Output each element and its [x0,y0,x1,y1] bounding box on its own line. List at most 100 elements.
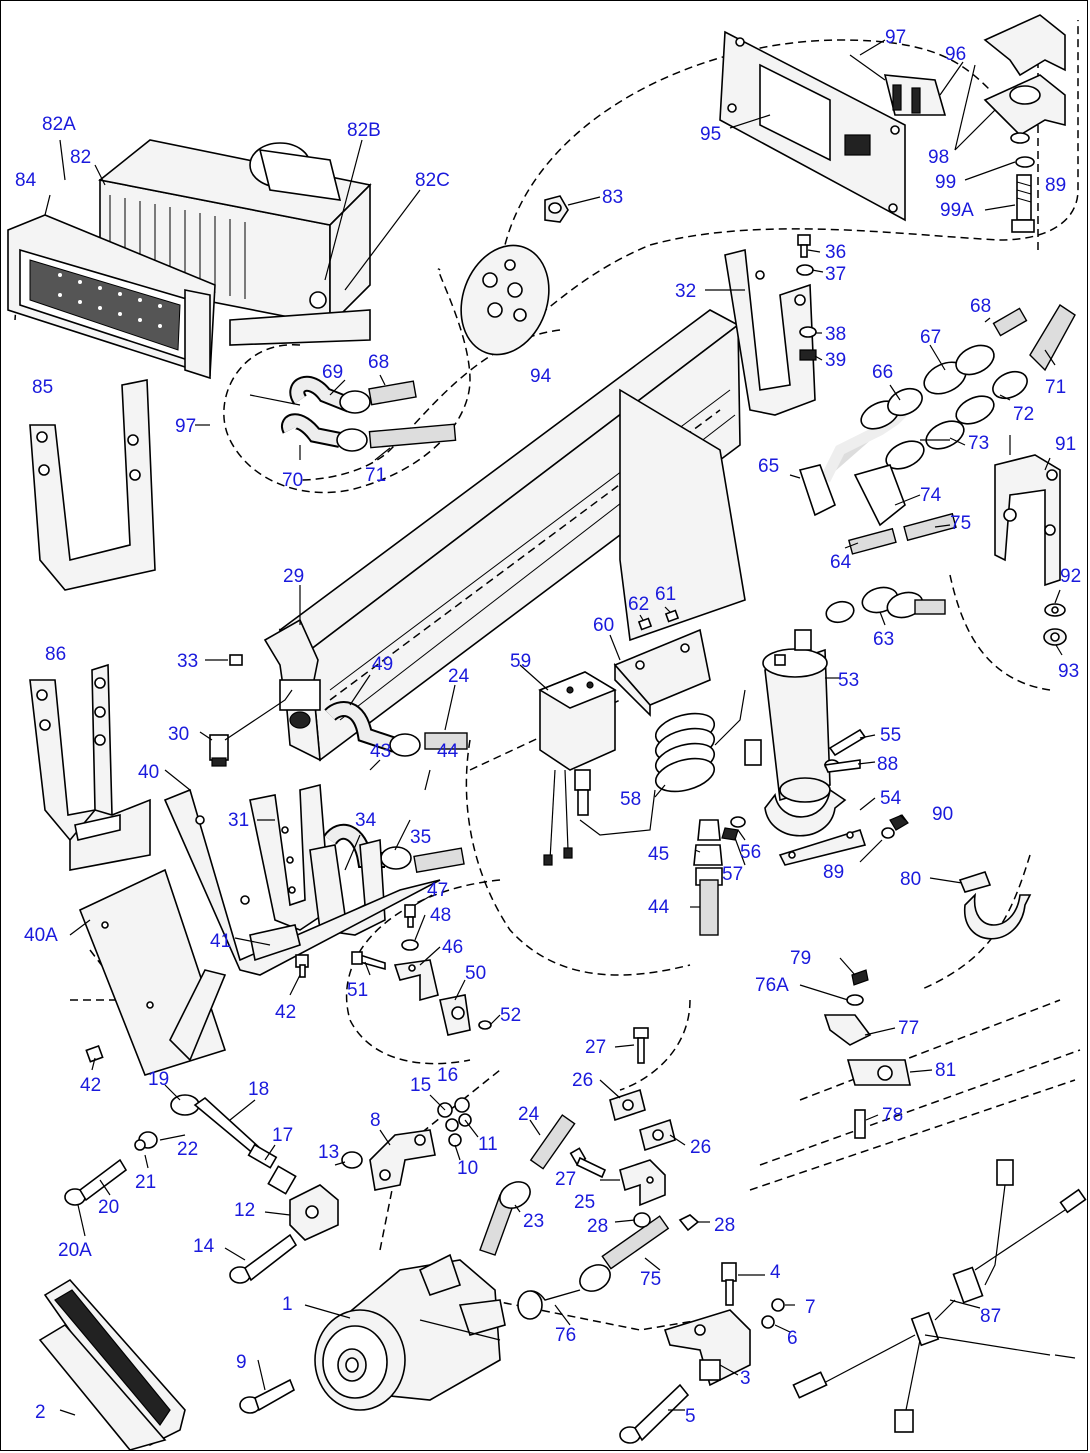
callout-77: 77 [898,1018,919,1039]
receiver-drier-53 [744,629,831,803]
callout-70: 70 [282,470,303,491]
callout-76: 76 [555,1325,576,1346]
callout-62: 62 [628,594,649,615]
callout-97b: 97 [175,416,196,437]
cover-plate-95 [719,30,906,222]
callout-29: 29 [283,566,304,587]
callout-32: 32 [675,281,696,302]
bracket-60 [613,609,711,717]
callout-54: 54 [880,788,902,809]
callout-16: 16 [437,1065,458,1086]
callout-80: 80 [900,869,921,890]
bolt-14 [229,1233,298,1284]
callout-38: 38 [825,324,846,345]
callout-51: 51 [347,980,368,1001]
callout-75: 75 [950,513,971,534]
middle-fittings [209,654,468,874]
callout-6: 6 [787,1328,798,1349]
callout-34: 34 [355,810,377,831]
capillary-coil-58 [579,689,746,836]
callout-55: 55 [880,725,901,746]
callout-76A: 76A [755,975,789,996]
callout-37: 37 [825,264,846,285]
callout-64: 64 [830,552,852,573]
callout-66: 66 [872,362,893,383]
callout-59: 59 [510,651,531,672]
callout-43: 43 [370,741,391,762]
pressure-switch-59 [538,671,617,866]
bracket-85 [29,379,156,591]
callout-72: 72 [1013,404,1034,425]
callout-33: 33 [177,651,198,672]
callout-2: 2 [35,1402,46,1423]
callout-56: 56 [740,842,761,863]
callout-82: 82 [70,147,91,168]
callout-26: 26 [572,1070,593,1091]
bolt-99A [1010,132,1035,233]
callout-24: 24 [448,666,470,687]
callout-99: 99 [935,172,956,193]
callout-48: 48 [430,905,451,926]
callout-14: 14 [193,1236,215,1257]
bracket-86 [29,663,151,871]
callout-82C: 82C [415,170,450,191]
compressor-1 [314,1253,506,1411]
callout-89: 89 [1045,175,1066,196]
callout-90: 90 [932,804,953,825]
callout-8: 8 [370,1110,381,1131]
callout-31: 31 [228,810,249,831]
callout-88: 88 [877,754,898,775]
bracket-8 [369,1129,436,1191]
callout-27: 27 [585,1037,606,1058]
bracket-91 [994,454,1061,587]
callout-36: 36 [825,242,846,263]
callout-25: 25 [574,1192,595,1213]
washer-92-93 [1043,603,1067,646]
callout-40: 40 [138,762,159,783]
grommet-plate-94 [460,244,550,356]
callout-89b: 89 [823,862,844,883]
callout-79: 79 [790,948,811,969]
callout-35: 35 [410,827,431,848]
callout-4: 4 [770,1262,781,1283]
callout-61: 61 [655,584,676,605]
leader-lines [44,39,1063,1416]
block-12 [289,1184,339,1241]
callout-42b: 42 [80,1075,101,1096]
callout-26b: 26 [690,1137,711,1158]
callout-49: 49 [372,654,393,675]
callout-45: 45 [648,844,669,865]
callout-65: 65 [758,456,779,477]
bolt-4-5 [619,1262,737,1444]
callout-22: 22 [177,1139,198,1160]
callout-93: 93 [1058,661,1079,682]
hose-clamp-80 [958,871,1032,940]
callout-82B: 82B [347,120,381,141]
evaporator-grille [7,214,216,380]
grommet-83 [544,195,569,223]
condenser-29 [263,309,746,762]
bracket-32 [724,249,816,416]
callout-42: 42 [275,1002,296,1023]
callout-97: 97 [885,27,906,48]
bolt-36 [796,234,814,276]
wiring-harness-87 [792,1159,1087,1433]
callout-94: 94 [530,366,552,387]
callout-78: 78 [882,1105,903,1126]
callout-52: 52 [500,1005,521,1026]
callout-24b: 24 [518,1104,540,1125]
callout-30: 30 [168,724,189,745]
callout-98: 98 [928,147,949,168]
nut-13 [341,1151,363,1169]
callout-18: 18 [248,1079,269,1100]
callout-71b: 71 [365,465,386,486]
callout-39: 39 [825,350,846,371]
drive-belt-2 [38,1278,186,1451]
callout-84: 84 [15,170,37,191]
nut-6-7 [761,1298,785,1329]
bracket-3 [663,1309,751,1387]
callout-28: 28 [587,1216,608,1237]
callout-9: 9 [236,1352,247,1373]
callout-92: 92 [1060,566,1081,587]
callout-46: 46 [442,937,463,958]
